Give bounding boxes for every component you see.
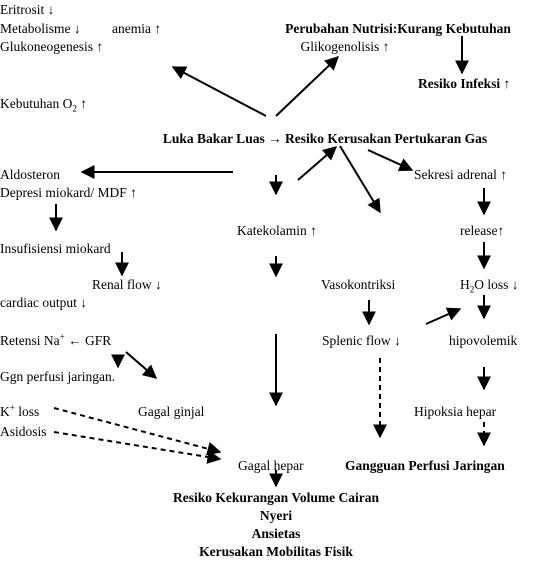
k-loss-prefix: K [0, 404, 10, 419]
h2o-loss-suffix: O loss ↓ [474, 277, 519, 292]
node-retensi-gfr: Retensi Na+ ← GFR [0, 331, 112, 349]
retensi-suffix: ← GFR [64, 333, 112, 348]
node-resiko-infeksi: Resiko Infeksi ↑ [418, 76, 511, 91]
retensi-superscript: + [59, 331, 65, 342]
node-katekolamin: Katekolamin ↑ [237, 223, 317, 238]
node-kerusakan-mobilitas: Kerusakan Mobilitas Fisik [199, 544, 353, 559]
node-renal-flow: Renal flow ↓ [92, 277, 162, 292]
arrow-luka-to-metabolisme [171, 66, 267, 117]
node-gagal-ginjal: Gagal ginjal [138, 404, 205, 419]
k-loss-suffix: loss [14, 404, 40, 419]
h2o-loss-subscript: 2 [469, 284, 475, 295]
node-gangguan-perfusi: Gangguan Perfusi Jaringan [345, 458, 505, 473]
node-perubahan-nutrisi: Perubahan Nutrisi:Kurang Kebutuhan [285, 21, 511, 36]
node-hipovolemik: hipovolemik [449, 333, 518, 348]
h2o-loss-prefix: H [460, 277, 470, 292]
node-metabolisme: Metabolisme ↓ [0, 21, 81, 36]
node-anemia: anemia ↑ [112, 21, 162, 36]
node-ggn-perfusi: Ggn perfusi jaringan. [0, 369, 116, 384]
kebutuhan-o2-suffix: ↑ [76, 96, 87, 111]
dashed-arrow-asidosis-to-gagal-hepar [53, 431, 222, 464]
node-release: release↑ [460, 223, 505, 238]
arrow-luka-to-vasokontriksi [339, 145, 381, 214]
node-aldosteron: Aldosteron [0, 167, 60, 182]
arrow-gfr-to-gagal-ginjal [125, 351, 158, 379]
node-sekresi-adrenal: Sekresi adrenal ↑ [414, 167, 507, 182]
node-h2o-loss: H2O loss ↓ [460, 277, 519, 295]
node-ansietas: Ansietas [251, 526, 301, 541]
node-gagal-hepar: Gagal hepar [238, 458, 304, 473]
node-kebutuhan-o2: Kebutuhan O2 ↑ [0, 96, 87, 114]
arrow-luka-to-glikogenolisis [275, 56, 340, 117]
arrow-to-luka-from-center [297, 146, 338, 181]
node-insufisiensi: Insufisiensi miokard [0, 241, 111, 256]
k-loss-superscript: + [9, 402, 15, 413]
node-glukoneogenesis: Glukoneogenesis ↑ [0, 39, 104, 54]
node-splenic-flow: Splenic flow ↓ [322, 333, 401, 348]
node-cardiac-output: cardiac output ↓ [0, 295, 87, 310]
arrow-splenic-to-h2o [425, 307, 462, 325]
node-k-loss: K+ loss [0, 402, 40, 420]
node-resiko-kekurangan: Resiko Kekurangan Volume Cairan [173, 490, 379, 505]
node-depresi-miokard: Depresi miokard/ MDF ↑ [0, 185, 137, 200]
node-luka-bakar: Luka Bakar Luas → Resiko Kerusakan Pertu… [162, 131, 488, 146]
node-vasokontriksi: Vasokontriksi [321, 277, 396, 292]
node-nyeri: Nyeri [259, 508, 293, 523]
node-asidosis: Asidosis [0, 424, 47, 439]
node-hipoksia-hepar: Hipoksia hepar [414, 404, 497, 419]
retensi-prefix: Retensi Na [0, 333, 60, 348]
node-eritrosit: Eritrosit ↓ [0, 2, 55, 17]
arrow-luka-to-sekresi [367, 149, 414, 172]
kebutuhan-o2-text: Kebutuhan O [0, 96, 73, 111]
kebutuhan-o2-subscript: 2 [72, 103, 77, 114]
node-glikogenolisis: Glikogenolisis ↑ [300, 39, 390, 54]
